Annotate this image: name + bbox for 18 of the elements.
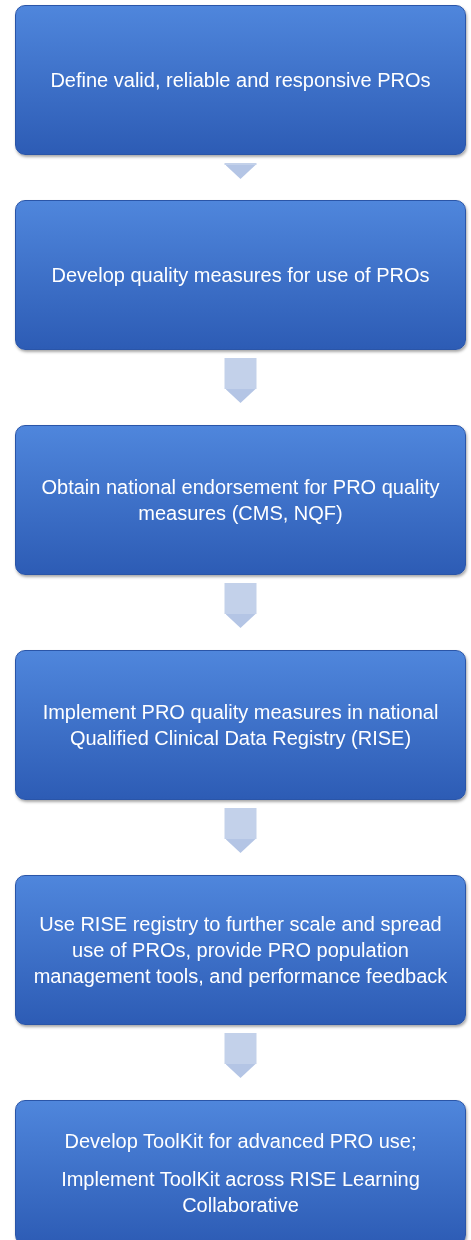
block-arrow [224,583,257,629]
block-arrow [224,1033,257,1079]
process-box [15,875,466,1025]
process-box [15,425,466,575]
process-box [15,1100,466,1240]
step-text: Implement PRO quality measures in national Qualified Clinical Data Registry (RISE) [41,700,440,751]
step-text: Develop ToolKit for advanced PRO use; [64,1128,417,1154]
block-arrow [224,358,257,404]
process-box [15,200,466,350]
step-text: Use RISE registry to further scale and spread use of PROs, provide PRO population management tools, and performance feedback [32,912,449,989]
step-text: Implement ToolKit across RISE Learning Collaborative [60,1166,421,1218]
process-box [15,650,466,800]
step-text: Obtain national endorsement for PRO quality measures (CMS, NQF) [40,475,441,526]
process-box [15,5,466,155]
step-text: Develop quality measures for use of PROs [51,263,430,288]
block-arrow [224,808,257,854]
block-arrow [224,163,257,180]
step-text: Define valid, reliable and responsive PROs [50,68,431,93]
